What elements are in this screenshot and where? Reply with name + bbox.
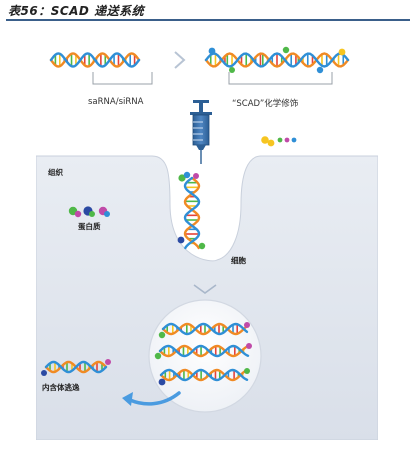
helix-endosome-1 (158, 322, 250, 339)
source-bracket (92, 72, 333, 85)
protein-cluster-icon (68, 206, 110, 218)
helix-endosome-2 (154, 343, 252, 360)
chevron-right-icon (174, 51, 186, 69)
diagram-panel: saRNA/siRNA “SCAD”化学修饰 组织 蛋白质 细胞 内含体逃逸 (36, 28, 378, 440)
helix-entering (177, 171, 206, 250)
label-tissue: 组织 (48, 168, 63, 177)
label-cell: 细胞 (231, 256, 246, 265)
chevron-down-icon (193, 284, 217, 294)
helix-group (41, 46, 350, 386)
label-protein: 蛋白质 (78, 222, 101, 231)
label-scad: “SCAD”化学修饰 (232, 99, 299, 109)
helix-endosome-3 (158, 368, 250, 386)
syringe-icon (190, 100, 212, 164)
label-sarna: saRNA/siRNA (88, 97, 144, 107)
curved-arrow-icon (128, 391, 181, 406)
helix-escaped (41, 359, 111, 376)
figure-title: 表56：SCAD 递送系统 (8, 4, 145, 18)
helix-scad (204, 46, 350, 74)
helix-sarna (49, 52, 141, 68)
diagram-canvas (36, 28, 378, 440)
molecule-dots-icon (261, 136, 297, 147)
tissue-region (36, 155, 378, 440)
title-rule (6, 19, 410, 21)
label-escape: 内含体逃逸 (42, 383, 80, 392)
